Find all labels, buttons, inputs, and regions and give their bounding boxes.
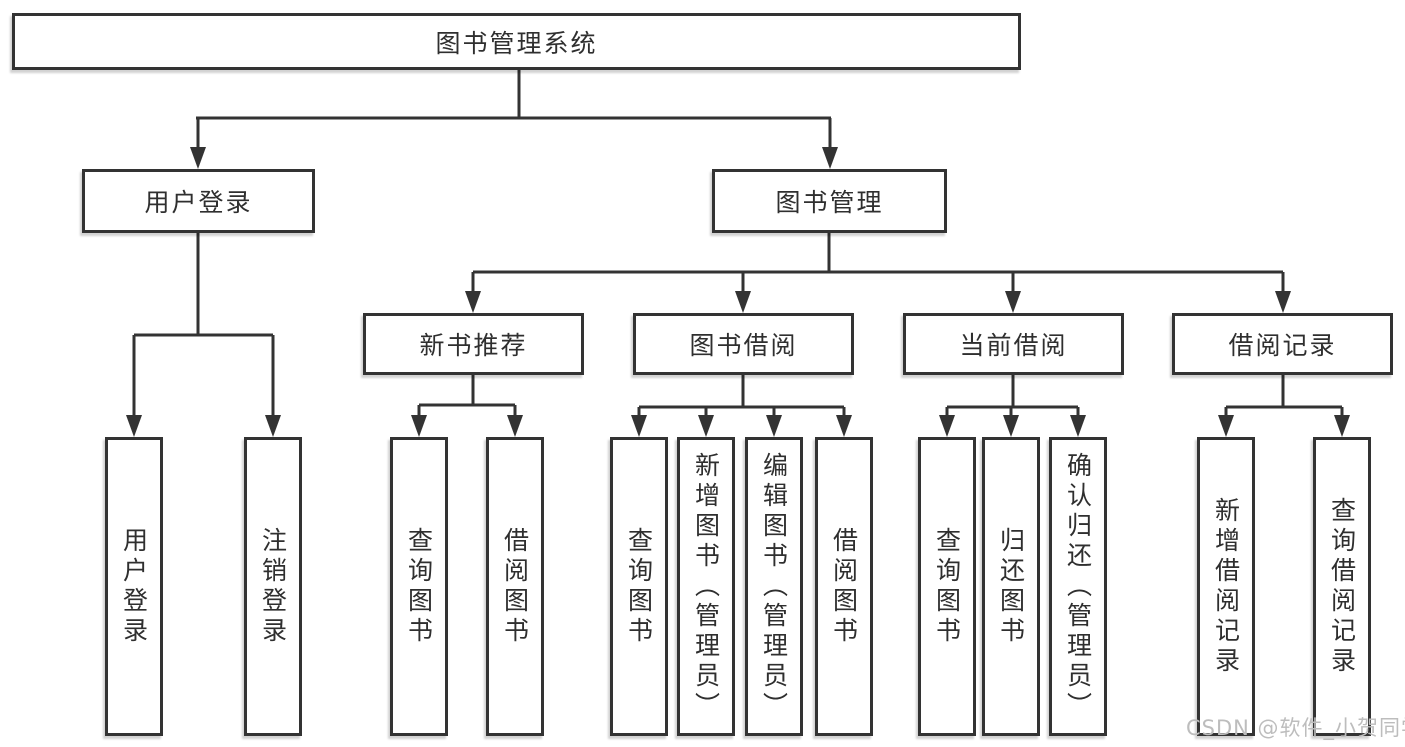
arrowhead: [1275, 291, 1291, 313]
node-library-management-system: 图书管理系统: [12, 13, 1021, 70]
leaf-add-borrow-record: 新增借阅记录: [1197, 437, 1255, 736]
node-label: 借阅图书: [500, 526, 530, 647]
node-label: 借阅记录: [1228, 331, 1337, 360]
node-label: 图书管理: [775, 188, 884, 217]
node-label: 新增借阅记录: [1211, 496, 1241, 677]
node-label: 确认归还（管理员）: [1063, 451, 1093, 722]
leaf-confirm-return-admin: 确认归还（管理员）: [1049, 437, 1107, 736]
leaf-query-books-newrec: 查询图书: [390, 437, 448, 736]
node-label: 查询图书: [932, 526, 962, 647]
connector-root-to-level2: [190, 70, 838, 169]
csdn-watermark: CSDN @软件_小贺同学: [1186, 716, 1405, 740]
arrowhead: [1334, 415, 1350, 437]
arrowhead: [411, 415, 427, 437]
leaf-query-borrow-record: 查询借阅记录: [1313, 437, 1371, 736]
leaf-borrow-books: 借阅图书: [815, 437, 873, 736]
arrowhead: [1218, 415, 1234, 437]
node-label: 归还图书: [996, 526, 1026, 647]
arrowhead: [1070, 415, 1086, 437]
node-label: 借阅图书: [829, 526, 859, 647]
leaf-edit-books-admin: 编辑图书（管理员）: [745, 437, 803, 736]
arrowhead: [836, 415, 852, 437]
connector-userlogin-to-leaves: [126, 233, 281, 437]
node-borrowing-records: 借阅记录: [1172, 313, 1393, 375]
node-label: 新书推荐: [419, 331, 528, 360]
node-current-borrowing: 当前借阅: [903, 313, 1124, 375]
arrowhead: [735, 291, 751, 313]
node-label: 注销登录: [258, 526, 288, 647]
node-label: 图书管理系统: [435, 28, 598, 58]
leaf-add-books-admin: 新增图书（管理员）: [677, 437, 735, 736]
leaf-query-books-borrow: 查询图书: [610, 437, 668, 736]
node-label: 编辑图书（管理员）: [759, 451, 789, 722]
node-book-management: 图书管理: [712, 169, 947, 233]
node-label: 用户登录: [119, 526, 149, 647]
connector-newbookrec-to-leaves: [411, 375, 523, 437]
arrowhead: [465, 291, 481, 313]
arrowhead: [698, 415, 714, 437]
leaf-user-login: 用户登录: [105, 437, 163, 736]
connector-currentborrow-to-leaves: [939, 375, 1086, 437]
arrowhead: [822, 147, 838, 169]
connector-bookborrow-to-leaves: [631, 375, 852, 437]
arrowhead: [1005, 291, 1021, 313]
connector-borrowrecords-to-leaves: [1218, 375, 1350, 437]
leaf-query-books-current: 查询图书: [918, 437, 976, 736]
leaf-logout: 注销登录: [244, 437, 302, 736]
node-label: 图书借阅: [689, 331, 798, 360]
arrowhead: [190, 147, 206, 169]
node-label: 查询图书: [624, 526, 654, 647]
node-new-book-recommendation: 新书推荐: [363, 313, 584, 375]
leaf-borrow-books-newrec: 借阅图书: [486, 437, 544, 736]
arrowhead: [631, 415, 647, 437]
arrowhead: [766, 415, 782, 437]
node-book-borrowing: 图书借阅: [633, 313, 854, 375]
arrowhead: [126, 415, 142, 437]
node-label: 当前借阅: [959, 331, 1068, 360]
connector-bookmgmt-to-level3: [465, 233, 1291, 313]
node-label: 查询借阅记录: [1327, 496, 1357, 677]
arrowhead: [1003, 415, 1019, 437]
leaf-return-books: 归还图书: [982, 437, 1040, 736]
arrowhead: [939, 415, 955, 437]
arrowhead: [265, 415, 281, 437]
node-label: 查询图书: [404, 526, 434, 647]
node-user-login: 用户登录: [82, 169, 315, 233]
node-label: 用户登录: [144, 188, 253, 217]
arrowhead: [507, 415, 523, 437]
node-label: 新增图书（管理员）: [691, 451, 721, 722]
